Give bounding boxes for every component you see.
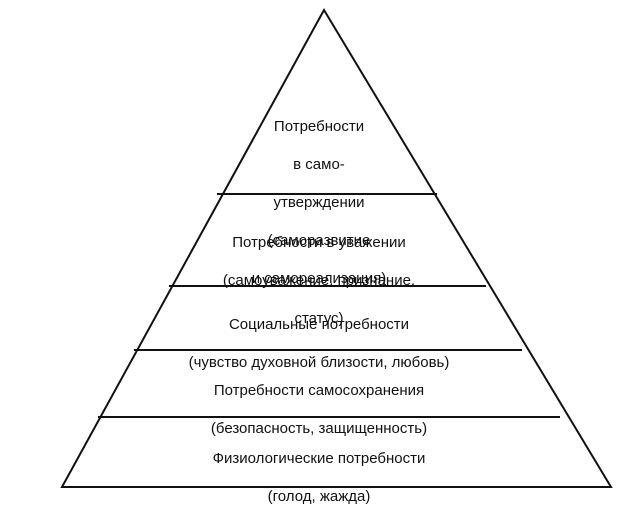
- tier-safety: Потребности самосохранения (безопасность…: [0, 362, 638, 457]
- tier-social: Социальные потребности (чувство духовной…: [0, 296, 638, 391]
- tier-physiological: Физиологические потребности (голод, жажд…: [0, 430, 638, 525]
- tier-text-line: Потребности: [273, 118, 365, 135]
- tier-text-line: утверждении: [273, 194, 365, 211]
- tier-text-line: и самореализация): [251, 270, 387, 287]
- pyramid-diagram: [60, 7, 613, 488]
- tier-esteem: Потребности в уважении (самоуважение, пр…: [0, 214, 638, 347]
- tier-text-line: (самоуважение, признание,: [222, 272, 416, 289]
- tier-text-line: (безопасность, защищенность): [210, 420, 428, 437]
- pyramid-outline: [60, 7, 613, 488]
- tier-text-line: (саморазвитие: [267, 232, 371, 249]
- tier-text-line: (чувство духовной близости, любовь): [188, 354, 450, 371]
- tier-self-actualization: Потребности в само- утверждении (самораз…: [0, 98, 638, 307]
- tier-text-line: Потребности самосохранения: [213, 382, 425, 399]
- tier-text-line: статус): [294, 310, 344, 327]
- tier-text-line: (голод, жажда): [267, 488, 371, 505]
- tier-text-line: Физиологические потребности: [212, 450, 426, 467]
- tier-text-line: Потребности в уважении: [232, 234, 406, 251]
- tier-text-line: в само-: [293, 156, 345, 173]
- tier-text-line: Социальные потребности: [228, 316, 410, 333]
